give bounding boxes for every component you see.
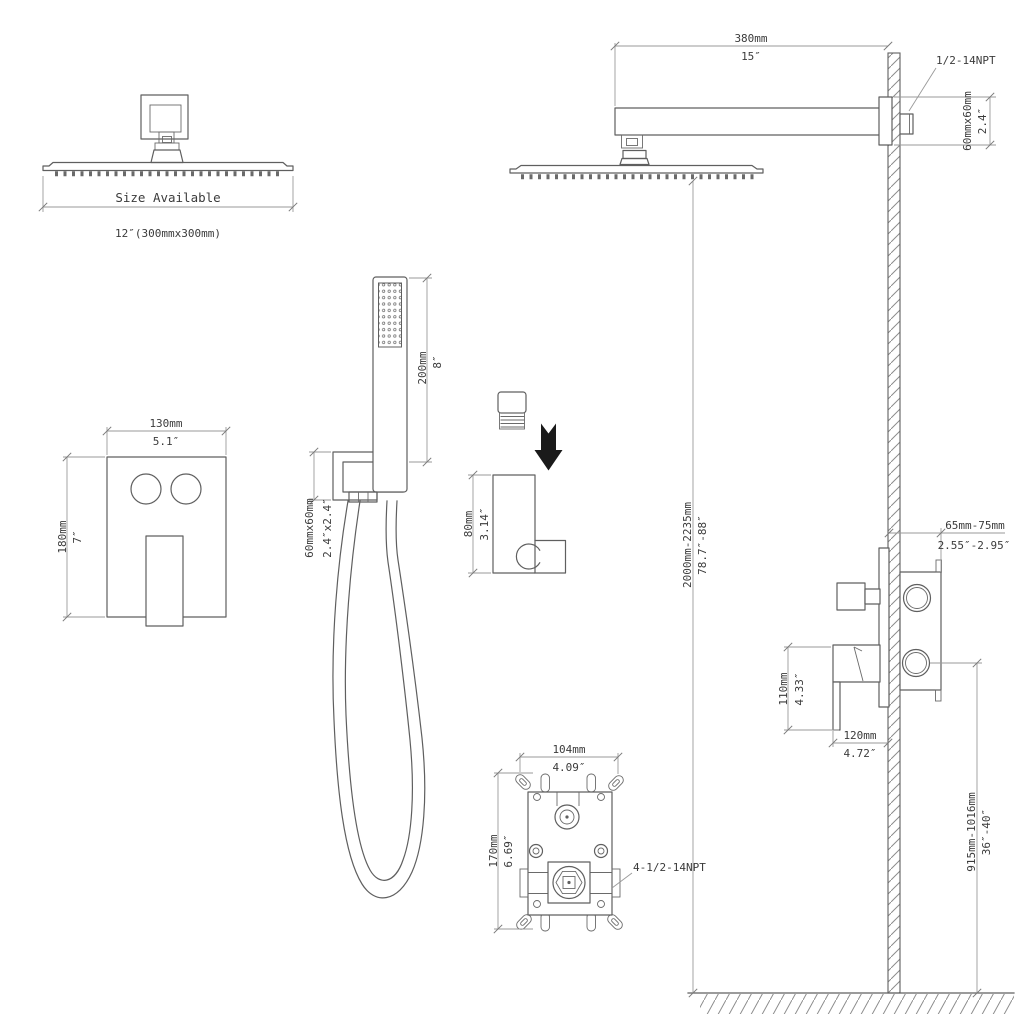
valve-trim-front-view [106,456,227,627]
bracket-size-dimension: 60mmx60mm 2.4″x2.4″ [303,447,334,558]
shower-hose [332,500,426,899]
wall-shower-head-assembly [509,96,914,180]
valve-offset-in-label: 4.72″ [843,747,876,760]
arm-flange-in-label: 2.4″ [976,108,989,135]
down-arrow-icon [534,423,563,471]
hand-shower-assembly [332,276,426,899]
wall-section [887,52,901,994]
size-available-label: Size Available [115,190,220,205]
handle-in-label: 4.33″ [793,672,806,705]
valve-height-from-floor-dimension: 915mm-1016mm 36″-40″ [930,658,993,998]
valve-floor-height-in-label: 36″-40″ [980,809,993,855]
head-height-dimension: 2000mm-2235mm 78.7″-88″ [681,176,709,998]
diverter-knob [836,582,866,611]
valve-height-dimension: 170mm 6.69″ [487,768,533,934]
trim-height-dimension: 180mm 7″ [56,452,105,622]
overhead-shower-side-view [42,94,294,177]
arm-length-mm-label: 380mm [734,32,767,45]
valve-depth-mm-label: 65mm-75mm [945,519,1005,532]
handle-length-dimension: 110mm 4.33″ [777,642,839,735]
valve-width-in-label: 4.09″ [552,761,585,774]
shower-holder-side-view [492,474,567,574]
spray-face [378,282,402,348]
bracket-in-label: 2.4″x2.4″ [321,498,334,558]
valve-floor-height-mm-label: 915mm-1016mm [965,792,978,872]
valve-height-in-label: 6.69″ [502,834,515,867]
arm-length-in-label: 15″ [741,50,761,63]
size-option-label: 12″(300mmx300mm) [115,227,221,240]
valve-thread-label: 4-1/2-14NPT [633,861,706,874]
floor-section [687,992,1015,1014]
valve-width-dimension: 104mm 4.09″ [515,743,623,774]
hose-connector [497,391,527,430]
arm-flange-mm-label: 60mmx60mm [961,91,974,151]
wand-length-dimension: 200mm 8″ [409,273,444,467]
valve-depth-dimension: 65mm-75mm 2.55″-2.95″ [884,519,1011,572]
valve-offset-mm-label: 120mm [843,729,876,742]
trim-width-mm-label: 130mm [149,417,182,430]
npt-thread-callout: 1/2-14NPT [908,54,996,112]
holder-height-in-label: 3.14″ [478,507,491,540]
trim-width-dimension: 130mm 5.1″ [102,417,231,455]
arm-length-dimension: 380mm 15″ [610,32,893,106]
valve-height-mm-label: 170mm [487,834,500,867]
head-height-mm-label: 2000mm-2235mm [681,502,694,588]
holder-height-dimension: 80mm 3.14″ [462,470,491,578]
rough-in-valve-front-view [515,773,624,932]
arm-flange-dimension: 60mmx60mm 2.4″ [894,91,996,151]
size-available-dimension: Size Available 12″(300mmx300mm) [38,176,298,240]
valve-width-mm-label: 104mm [552,743,585,756]
trim-height-mm-label: 180mm [56,520,69,553]
trim-height-in-label: 7″ [71,530,84,543]
in-wall-valve-side-view [832,547,942,731]
wand-length-mm-label: 200mm [416,351,429,384]
bracket-mm-label: 60mmx60mm [303,498,316,558]
valve-offset-dimension: 120mm 4.72″ [828,729,893,760]
handle-mm-label: 110mm [777,672,790,705]
holder-height-mm-label: 80mm [462,510,475,537]
valve-depth-in-label: 2.55″-2.95″ [938,539,1011,552]
trim-width-in-label: 5.1″ [153,435,180,448]
wand-length-in-label: 8″ [431,355,444,368]
lever-handle [832,644,881,683]
head-height-in-label: 78.7″-88″ [696,515,709,575]
arm-thread-label: 1/2-14NPT [936,54,996,67]
valve-thread-callout: 4-1/2-14NPT [611,861,706,889]
